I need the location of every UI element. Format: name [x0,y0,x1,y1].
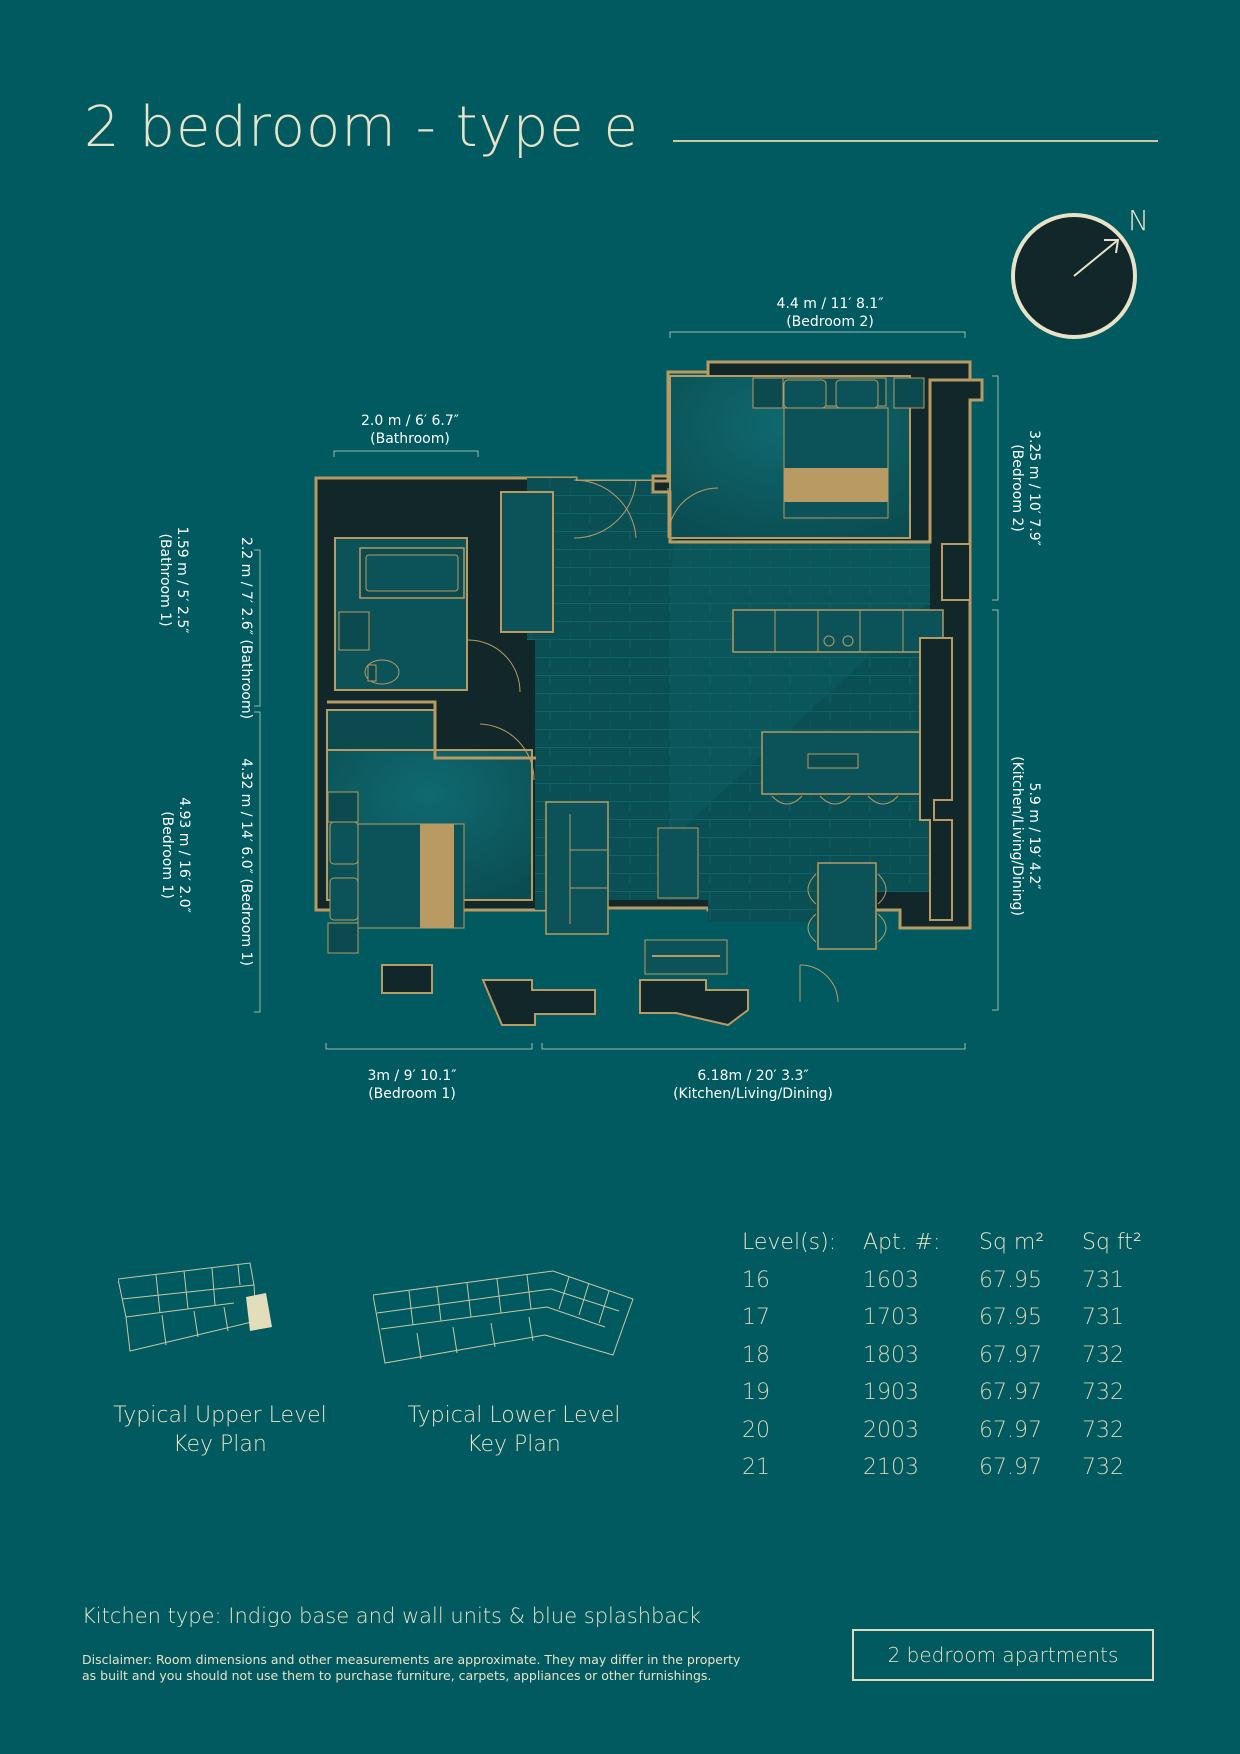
floor-plan: 4.4 m / 11′ 8.1″ (Bedroom 2) 2.0 m / 6′ … [157,296,1042,1102]
cell-sqm: 67.95 [979,1305,1042,1331]
col-header-levels: Level(s): [742,1230,837,1256]
page-title: 2 bedroom - type e [84,95,640,160]
cell-sqft: 732 [1082,1380,1124,1406]
cell-sqm: 67.97 [979,1342,1042,1368]
cell-sqft: 732 [1082,1342,1124,1368]
lower-level-key-plan-icon [373,1270,634,1364]
dim-bedroom1-width: 3m / 9′ 10.1″ [367,1068,456,1084]
cell-sqft: 731 [1082,1305,1124,1331]
dim-bedroom1-depth-b-room: (Bedroom 1) [159,811,175,899]
cell-apt: 1903 [863,1380,919,1406]
living-furniture [545,801,728,975]
dimension-lines [254,331,999,1050]
entry-hall [500,479,637,633]
dim-bathroom-width: 2.0 m / 6′ 6.7″ [361,413,459,429]
key-plans: Typical Upper Level Key Plan Typical Low… [90,1255,690,1475]
balcony-walls [381,543,971,1027]
two-bedroom-apartments-button[interactable]: 2 bedroom apartments [852,1629,1154,1681]
cell-level: 17 [742,1305,770,1331]
cell-sqm: 67.97 [979,1455,1042,1481]
cell-level: 16 [742,1267,770,1293]
cell-level: 18 [742,1342,770,1368]
col-header-sqm: Sq m² [979,1230,1045,1256]
table-row: 21 2103 67.97 732 [742,1449,1162,1487]
cell-sqm: 67.97 [979,1380,1042,1406]
dim-bedroom2-width: 4.4 m / 11′ 8.1″ [777,296,884,312]
upper-level-key-plan-icon [118,1262,272,1352]
dim-bathroom1-depth: 1.59 m / 5′ 2.5″ [174,527,190,634]
table-row: 17 1703 67.95 731 [742,1299,1162,1337]
cell-apt: 2103 [863,1455,919,1481]
cell-apt: 2003 [863,1417,919,1443]
table-row: 18 1803 67.97 732 [742,1337,1162,1375]
cell-level: 20 [742,1417,770,1443]
cell-sqm: 67.97 [979,1417,1042,1443]
lower-level-key-plan-label: Typical Lower Level Key Plan [407,1403,621,1457]
table-row: 19 1903 67.97 732 [742,1374,1162,1412]
dim-bedroom1-depth-b: 4.93 m / 16′ 2.0″ [176,797,192,913]
kitchen-type-text: Kitchen type: Indigo base and wall units… [82,1604,701,1628]
cell-sqft: 732 [1082,1455,1124,1481]
cell-level: 19 [742,1380,770,1406]
apartment-units-table: Level(s): Apt. #: Sq m² Sq ft² 16 1603 6… [742,1224,1162,1487]
cell-apt: 1703 [863,1305,919,1331]
upper-level-key-plan-label: Typical Upper Level Key Plan [113,1403,327,1457]
col-header-sqft: Sq ft² [1082,1230,1142,1256]
dim-bathroom-depth: 2.2 m / 7′ 2.6″ (Bathroom) [238,537,254,719]
dim-kitchen-width-room: (Kitchen/Living/Dining) [673,1086,833,1102]
cell-apt: 1603 [863,1267,919,1293]
cell-sqft: 731 [1082,1267,1124,1293]
dim-bedroom1-depth-a: 4.32 m / 14′ 6.0″ (Bedroom 1) [238,758,254,966]
table-header-row: Level(s): Apt. #: Sq m² Sq ft² [742,1224,1162,1262]
dining-table [799,862,887,1003]
cell-apt: 1803 [863,1342,919,1368]
bathroom [334,537,521,693]
dim-bedroom2-depth: 3.25 m / 10′ 7.9″ [1026,430,1042,546]
dim-kitchen-depth: 5.9 m / 19′ 4.2″ [1026,783,1042,890]
dim-bathroom-width-room: (Bathroom) [370,431,450,447]
bedroom-2 [667,375,925,539]
north-compass-icon: N [1011,204,1146,339]
bedroom-2-walls [651,360,972,544]
disclaimer-text: Disclaimer: Room dimensions and other me… [82,1652,802,1684]
dim-bedroom2-depth-room: (Bedroom 2) [1009,444,1025,532]
dim-bedroom2-width-room: (Bedroom 2) [786,314,874,330]
col-header-apt: Apt. #: [863,1230,941,1256]
dim-bedroom1-width-room: (Bedroom 1) [368,1086,456,1102]
table-row: 16 1603 67.95 731 [742,1262,1162,1300]
compass-north-label: N [1128,204,1146,237]
dim-bathroom1-depth-room: (Bathroom 1) [157,533,173,626]
kitchen-units [732,609,944,805]
title-divider [673,140,1158,142]
cell-sqm: 67.95 [979,1267,1042,1293]
disclaimer-line-2: as built and you should not use them to … [82,1668,712,1683]
cell-level: 21 [742,1455,770,1481]
table-row: 20 2003 67.97 732 [742,1412,1162,1450]
dim-kitchen-depth-room: (Kitchen/Living/Dining) [1009,756,1025,916]
bedroom-1 [326,700,536,954]
dim-kitchen-width: 6.18m / 20′ 3.3″ [697,1068,808,1084]
disclaimer-line-1: Disclaimer: Room dimensions and other me… [82,1652,741,1667]
cell-sqft: 732 [1082,1417,1124,1443]
